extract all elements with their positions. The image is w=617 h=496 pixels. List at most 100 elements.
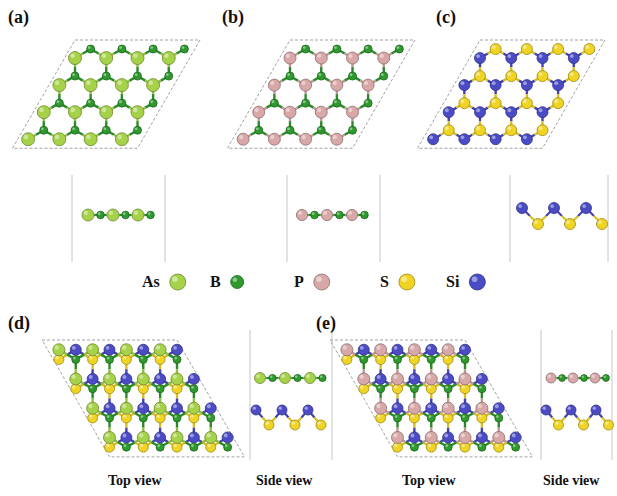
atom bbox=[317, 72, 325, 80]
atom-highlight bbox=[586, 45, 590, 49]
atom bbox=[284, 106, 296, 118]
atom-highlight bbox=[119, 46, 122, 49]
atom-highlight bbox=[394, 404, 398, 408]
atom bbox=[476, 432, 487, 443]
atom-highlight bbox=[445, 386, 448, 389]
atom-highlight bbox=[478, 375, 482, 379]
atom-highlight bbox=[173, 433, 177, 437]
atom-highlight bbox=[287, 73, 290, 76]
atom-highlight bbox=[320, 375, 323, 378]
atom bbox=[537, 53, 548, 64]
atom bbox=[319, 374, 326, 381]
atom bbox=[104, 431, 116, 443]
atom bbox=[188, 402, 200, 414]
atom-highlight bbox=[156, 375, 160, 379]
atom bbox=[341, 344, 353, 356]
atom-highlight bbox=[380, 54, 384, 58]
atom bbox=[443, 373, 454, 384]
atom bbox=[55, 99, 63, 107]
atom-highlight bbox=[148, 212, 151, 215]
atom bbox=[138, 403, 149, 414]
atom-highlight bbox=[412, 386, 415, 389]
atom-highlight bbox=[98, 212, 101, 215]
panel-label: (c) bbox=[436, 6, 456, 28]
atom-highlight bbox=[333, 135, 337, 139]
atom-highlight bbox=[364, 81, 368, 85]
legend-swatch bbox=[314, 274, 330, 290]
atom-highlight bbox=[512, 434, 516, 438]
atom bbox=[139, 414, 147, 422]
atom bbox=[568, 373, 578, 383]
atom-highlight bbox=[157, 414, 161, 418]
atom-highlight bbox=[462, 415, 465, 418]
atom-highlight bbox=[70, 53, 75, 58]
atom bbox=[442, 344, 454, 356]
atom bbox=[428, 134, 439, 145]
panel-label: (a) bbox=[8, 6, 29, 28]
atom bbox=[478, 385, 486, 393]
atom bbox=[280, 373, 291, 384]
atom-highlight bbox=[513, 444, 516, 447]
atom-highlight bbox=[123, 414, 127, 418]
atom bbox=[392, 403, 403, 414]
atom-highlight bbox=[570, 72, 574, 76]
atom-highlight bbox=[343, 356, 347, 360]
atom-highlight bbox=[523, 135, 527, 139]
atom bbox=[490, 44, 501, 55]
atom bbox=[444, 443, 452, 451]
legend-swatch bbox=[231, 276, 244, 289]
atom-highlight bbox=[496, 415, 499, 418]
atom bbox=[392, 431, 404, 443]
atom-highlight bbox=[462, 357, 465, 360]
atom-highlight bbox=[156, 404, 160, 408]
atom-highlight bbox=[156, 346, 160, 350]
atom bbox=[316, 420, 326, 430]
atom bbox=[554, 420, 564, 430]
atom bbox=[476, 373, 487, 384]
atom-highlight bbox=[393, 433, 397, 437]
atom bbox=[251, 405, 261, 415]
atom-highlight bbox=[106, 385, 110, 389]
atom bbox=[37, 106, 50, 119]
atom-highlight bbox=[287, 127, 290, 130]
atom-highlight bbox=[333, 81, 337, 85]
atom-highlight bbox=[106, 346, 110, 350]
atom bbox=[331, 79, 343, 91]
atom-highlight bbox=[55, 135, 60, 140]
atom-highlight bbox=[445, 126, 449, 130]
atom-highlight bbox=[376, 404, 380, 408]
atom-highlight bbox=[150, 100, 153, 103]
atom-highlight bbox=[270, 375, 273, 378]
atom bbox=[87, 402, 99, 414]
atom-highlight bbox=[365, 100, 368, 103]
atom-highlight bbox=[412, 444, 415, 447]
cell-boundary bbox=[250, 330, 251, 460]
atom-highlight bbox=[479, 386, 482, 389]
atom bbox=[490, 98, 501, 109]
atom-highlight bbox=[395, 357, 398, 360]
atom bbox=[333, 99, 341, 107]
atom-highlight bbox=[140, 415, 143, 418]
atom bbox=[378, 52, 390, 64]
atom-highlight bbox=[139, 346, 143, 350]
atom-highlight bbox=[119, 100, 122, 103]
atom bbox=[284, 52, 296, 64]
atom-highlight bbox=[317, 54, 321, 58]
atom-highlight bbox=[88, 404, 92, 408]
atom-highlight bbox=[256, 127, 259, 130]
atom-highlight bbox=[566, 220, 570, 224]
atom bbox=[533, 219, 544, 230]
atom bbox=[427, 414, 435, 422]
atom bbox=[426, 344, 437, 355]
atom-highlight bbox=[103, 73, 106, 76]
panel-label: (b) bbox=[222, 6, 244, 28]
atom-highlight bbox=[334, 100, 337, 103]
atom bbox=[476, 402, 488, 414]
atom-highlight bbox=[507, 54, 511, 58]
atom-highlight bbox=[479, 444, 482, 447]
atom-highlight bbox=[72, 127, 75, 130]
atom bbox=[590, 373, 600, 383]
atom-highlight bbox=[190, 404, 194, 408]
atom bbox=[104, 403, 115, 414]
atom-highlight bbox=[348, 108, 352, 112]
